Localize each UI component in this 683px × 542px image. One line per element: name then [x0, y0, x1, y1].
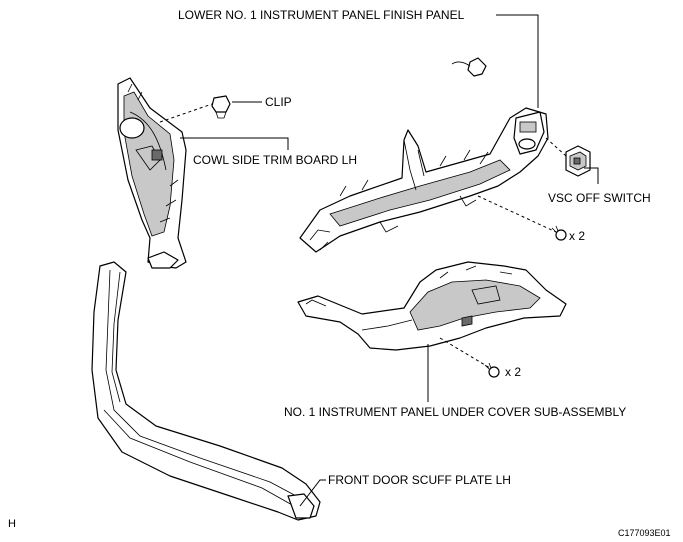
scuff-plate-label: FRONT DOOR SCUFF PLATE LH: [328, 473, 511, 487]
front-door-scuff-plate: [91, 261, 321, 521]
vsc-off-switch-part: [565, 145, 591, 177]
cowl-trim-label: COWL SIDE TRIM BOARD LH: [193, 153, 358, 167]
screw-upper-dashed-line: [477, 195, 557, 233]
lower-quantity-label: x 2: [505, 365, 522, 379]
cowl-side-trim-board: [117, 77, 187, 269]
clip-part: [211, 95, 231, 119]
screw-upper: [551, 225, 567, 241]
clip-dashed-line: [159, 103, 213, 123]
screw-lower: [484, 362, 500, 378]
view-code-label: H: [8, 518, 16, 530]
under-cover-label: NO. 1 INSTRUMENT PANEL UNDER COVER SUB-A…: [284, 405, 627, 419]
lower-finish-panel: [299, 107, 549, 253]
connector-part: [451, 57, 487, 77]
vsc-dashed-line: [545, 137, 567, 157]
figure-id-label: C177093E01: [618, 528, 671, 538]
upper-quantity-label: x 2: [569, 229, 586, 243]
screw-lower-dashed-line: [439, 337, 491, 369]
clip-label: CLIP: [265, 95, 292, 109]
vsc-switch-label: VSC OFF SWITCH: [548, 191, 651, 205]
under-cover-part: [297, 261, 567, 351]
leader-lines: [180, 14, 599, 507]
lower-panel-label: LOWER NO. 1 INSTRUMENT PANEL FINISH PANE…: [178, 8, 465, 22]
